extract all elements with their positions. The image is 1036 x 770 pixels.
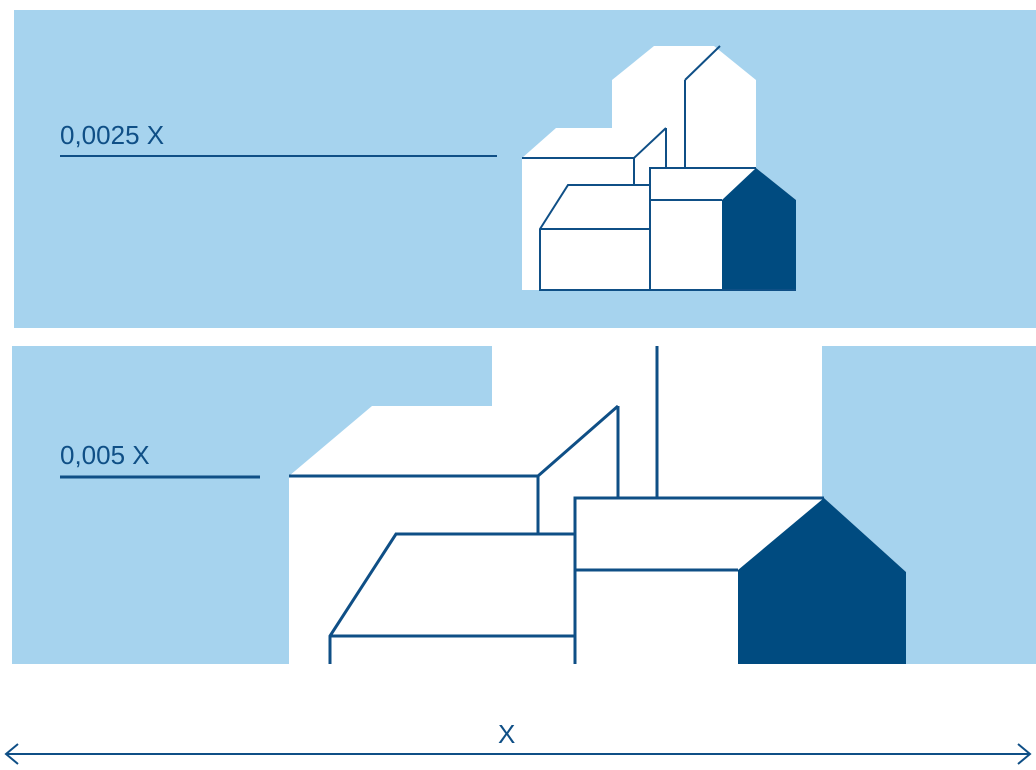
scale-panel-top: 0,0025 X bbox=[14, 10, 1036, 328]
buildings-illustration-large bbox=[12, 346, 1036, 664]
scale-label-top: 0,0025 X bbox=[60, 122, 164, 148]
scale-label-bottom: 0,005 X bbox=[60, 442, 150, 468]
buildings-illustration-small bbox=[14, 10, 1036, 328]
dimension-arrow bbox=[0, 690, 1036, 770]
scale-panel-bottom: 0,005 X bbox=[12, 346, 1036, 664]
axis-label: X bbox=[498, 721, 515, 747]
